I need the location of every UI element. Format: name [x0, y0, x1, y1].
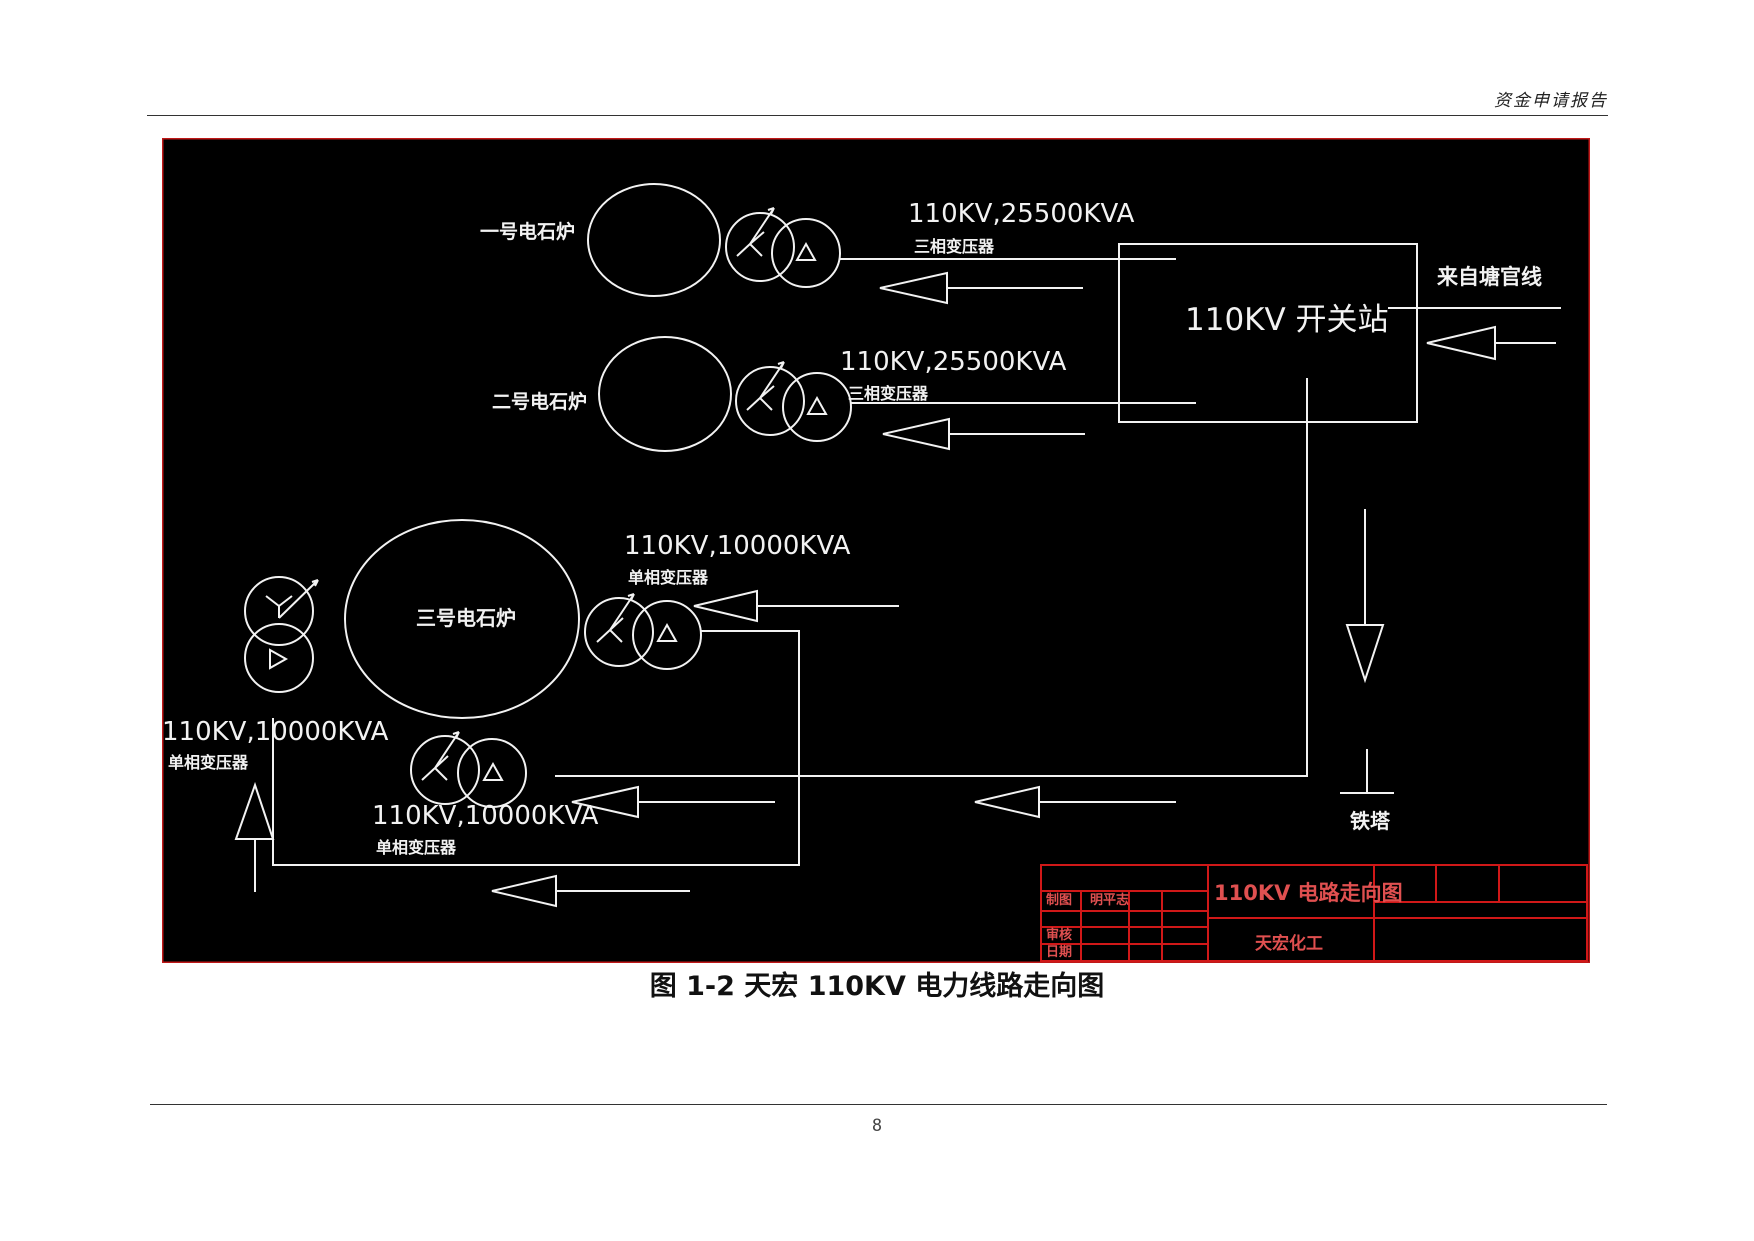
- title-block: [1040, 864, 1588, 962]
- diagram-background: [162, 138, 1590, 963]
- title-block-drawn-name: 明平志: [1090, 892, 1129, 908]
- header-rule: [147, 115, 1608, 116]
- power-line-diagram: 一号电石炉 110KV,25500KVA 三相变压器 110KV 开关站 来自塘…: [162, 138, 1590, 963]
- transformer-3-type: 单相变压器: [628, 568, 709, 587]
- furnace-2-label: 二号电石炉: [492, 390, 587, 413]
- transformer-3-icon: [584, 593, 702, 670]
- arrow-left-3: [693, 589, 899, 623]
- transformer-4-icon: [244, 576, 319, 693]
- transformer-5-type: 单相变压器: [376, 838, 457, 857]
- title-block-checked-label: 审核: [1046, 927, 1072, 943]
- transformer-2-rating: 110KV,25500KVA: [840, 347, 1067, 377]
- switch-station-box: [1118, 243, 1418, 423]
- title-block-date-label: 日期: [1046, 945, 1072, 960]
- transformer-2-icon: [735, 361, 852, 442]
- tower-icon: [1340, 749, 1394, 794]
- page-number: 8: [871, 1116, 883, 1136]
- arrow-left-bottom: [491, 874, 690, 908]
- arrow-left-source: [1426, 325, 1556, 361]
- transformer-5-rating: 110KV,10000KVA: [372, 801, 599, 831]
- footer-rule: [150, 1104, 1607, 1105]
- furnace-1-label: 一号电石炉: [480, 220, 575, 243]
- transformer-1-rating: 110KV,25500KVA: [908, 199, 1135, 229]
- arrow-left-2: [882, 417, 1085, 451]
- header-title: 资金申请报告: [1494, 91, 1608, 111]
- transformer-1-icon: [725, 207, 841, 288]
- title-block-company: 天宏化工: [1255, 933, 1323, 954]
- furnace-1-circle: [587, 183, 721, 297]
- title-block-drawn-label: 制图: [1046, 892, 1072, 908]
- arrow-left-tower: [974, 785, 1176, 819]
- transformer-2-type: 三相变压器: [848, 384, 929, 403]
- arrow-up: [234, 781, 275, 892]
- source-line-label: 来自塘官线: [1437, 265, 1542, 289]
- main-trunk-line: [555, 378, 1308, 777]
- tower-label: 铁塔: [1350, 809, 1391, 833]
- furnace-3-circle: [344, 519, 580, 719]
- transformer-3-rating: 110KV,10000KVA: [624, 531, 851, 561]
- switch-station-label: 110KV 开关站: [1185, 302, 1389, 338]
- furnace-2-circle: [598, 336, 732, 452]
- loop-feeder-line: [272, 630, 800, 866]
- arrow-left-5: [571, 785, 775, 819]
- furnace-3-label: 三号电石炉: [416, 606, 516, 630]
- transformer-4-type: 单相变压器: [168, 753, 249, 772]
- figure-caption: 图 1-2 天宏 110KV 电力线路走向图: [649, 971, 1105, 1002]
- arrow-left-1: [879, 271, 1083, 305]
- transformer-1-type: 三相变压器: [914, 237, 995, 256]
- transformer-4-rating: 110KV,10000KVA: [162, 717, 389, 747]
- arrow-down: [1345, 509, 1385, 684]
- transformer-5-icon: [410, 731, 527, 808]
- title-block-drawing-title: 110KV 电路走向图: [1214, 881, 1403, 905]
